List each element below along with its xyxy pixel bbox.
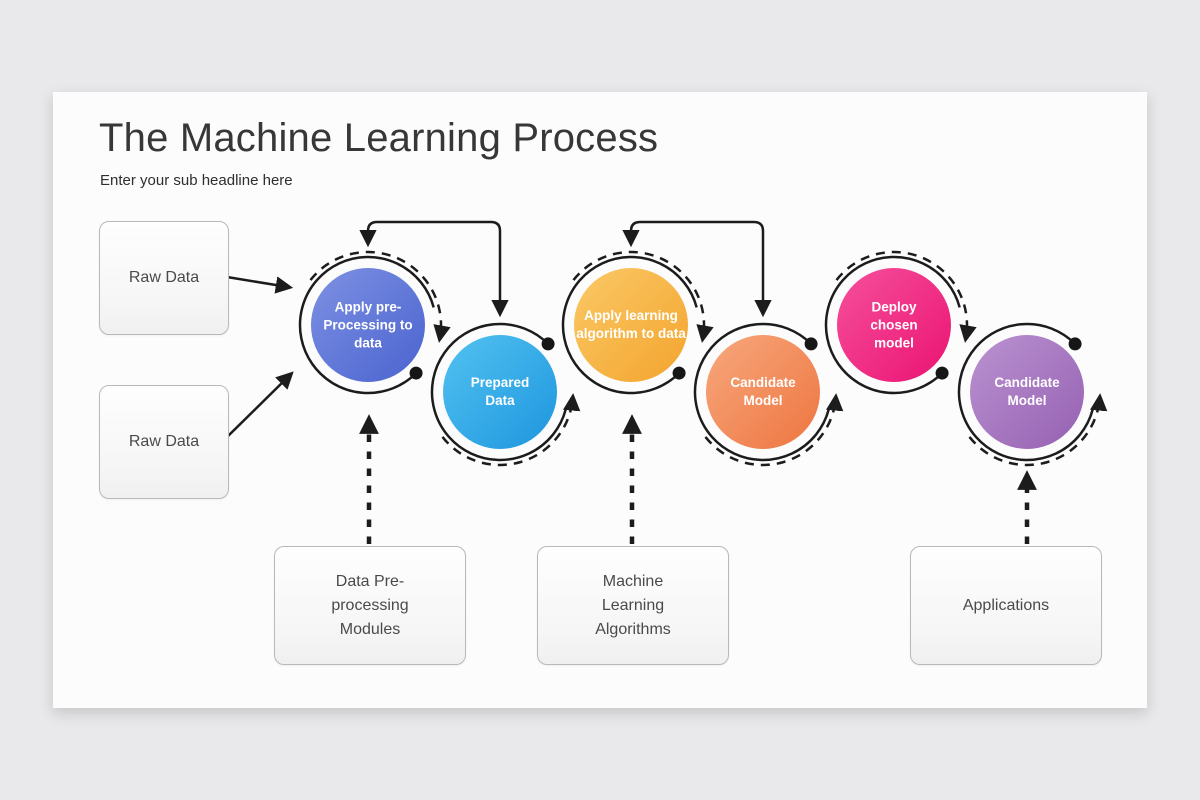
orbit-dashed-arrow — [309, 250, 451, 343]
step-circle-fill — [574, 268, 688, 382]
orbit-dashed-arrow — [835, 250, 977, 343]
step-circle-candidate-model-2: Candidate Model — [947, 312, 1108, 472]
raw-data-box-1: Raw Data — [99, 221, 229, 335]
step-circle-fill — [706, 335, 820, 449]
orbit-dashed-arrow — [441, 393, 581, 467]
slide-canvas: The Machine Learning Process Enter your … — [53, 92, 1147, 708]
ml-algorithms-label: Machine Learning Algorithms — [595, 572, 671, 638]
orbit-dot — [409, 366, 423, 380]
page-title: The Machine Learning Process — [99, 116, 659, 160]
orbit-dot — [935, 366, 949, 380]
orbit-ring-arc — [957, 322, 1094, 462]
raw-data-arrow-1 — [226, 275, 294, 294]
preprocessing-modules-label: Data Pre-processing Modules — [331, 572, 409, 638]
step-circle-label: Apply pre-Processing to data — [323, 299, 413, 350]
step-circle-deploy-model: Deploy chosen model — [814, 245, 977, 405]
preprocessing-modules-box: Data Pre-processing Modules — [274, 546, 466, 665]
orbit-ring-arc — [561, 255, 698, 395]
orbit-ring-arc — [430, 322, 567, 462]
loop-bracket-arrow-2 — [622, 220, 772, 318]
raw-data-box-2: Raw Data — [99, 385, 229, 499]
orbit-dot — [1068, 337, 1082, 351]
step-circle-prepared-data: Prepared Data — [420, 312, 581, 472]
orbit-dot — [804, 337, 818, 351]
raw-data-box-2-label: Raw Data — [128, 433, 200, 450]
raw-data-arrow-2 — [224, 371, 294, 440]
step-circle-label: Prepared Data — [470, 375, 530, 408]
step-circle-apply-preprocessing: Apply pre-Processing to data — [288, 245, 451, 405]
step-circle-label: Apply learning algorithm to data — [576, 308, 686, 341]
loop-bracket-arrow-1 — [359, 220, 509, 318]
applications-label: Applications — [962, 596, 1050, 614]
applications-box: Applications — [910, 546, 1102, 665]
step-circle-fill — [837, 268, 951, 382]
orbit-dashed-arrow — [968, 393, 1108, 467]
raw-data-box-1-label: Raw Data — [128, 269, 200, 286]
step-circle-candidate-model-1: Candidate Model — [683, 312, 844, 472]
page-subtitle: Enter your sub headline here — [100, 172, 293, 189]
ml-algorithms-box: Machine Learning Algorithms — [537, 546, 729, 665]
connector-overlay — [224, 220, 1037, 544]
step-circle-label: Candidate Model — [994, 375, 1060, 408]
orbit-ring-arc — [693, 322, 830, 462]
orbit-dashed-arrow — [704, 393, 844, 467]
orbit-dot — [672, 366, 686, 380]
step-circle-fill — [311, 268, 425, 382]
step-circle-fill — [970, 335, 1084, 449]
step-circle-fill — [443, 335, 557, 449]
orbit-ring-arc — [298, 255, 435, 395]
orbit-dot — [541, 337, 555, 351]
step-circle-label: Candidate Model — [730, 375, 796, 408]
orbit-ring-arc — [824, 255, 961, 395]
step-circle-label: Deploy chosen model — [870, 299, 918, 350]
step-circle-apply-learning: Apply learning algorithm to data — [551, 245, 714, 405]
orbit-dashed-arrow — [572, 250, 714, 343]
